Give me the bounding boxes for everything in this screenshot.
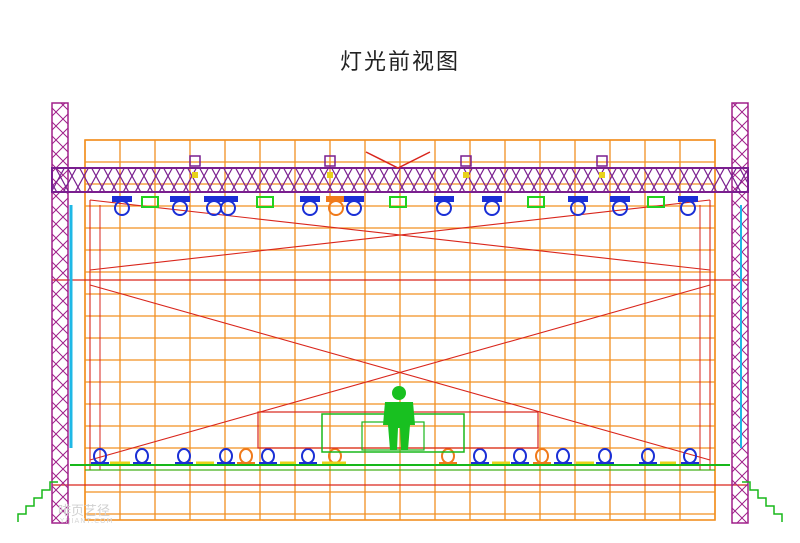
floor-moving-head-icon [681,448,699,466]
center-rigging [365,151,431,169]
moving-head-icon [568,196,588,216]
truss-hoists [189,155,608,178]
moving-head-icon [434,196,454,216]
right-stairs [742,481,783,522]
stage-floor [70,464,730,471]
floor-moving-head-icon [511,448,529,466]
hoist-clamp [192,172,198,178]
hoist-box [596,155,608,167]
floor-moving-head-icon [217,448,235,466]
moving-head-icon [300,196,320,216]
moving-head-icon [326,196,346,216]
moving-head-icon [610,196,630,216]
top-fixtures [112,196,698,216]
hoist-clamp [327,172,333,178]
floor-moving-head-icon [533,448,551,466]
moving-head-icon [527,196,545,208]
floor-moving-head-icon [554,448,572,466]
scaffold-frame [84,139,716,521]
moving-head-icon [389,196,407,208]
floor-moving-head-icon [596,448,614,466]
floor-moving-head-icon [237,448,255,466]
moving-head-icon [218,196,238,216]
moving-head-icon [112,196,132,216]
left-tower [51,102,69,524]
cross-braces [52,199,748,486]
moving-head-icon [170,196,190,216]
hoist-box [189,155,201,167]
hoist-box [460,155,472,167]
floor-moving-head-icon [133,448,151,466]
performer-icon [383,386,415,450]
left-stairs [17,481,58,522]
diagram-title: 灯光前视图 [339,50,460,75]
moving-head-icon [482,196,502,216]
floor-moving-head-icon [471,448,489,466]
brace-line [89,284,711,461]
moving-head-icon [141,196,159,208]
hoist-box [324,155,336,167]
top-truss [51,167,749,193]
hoist-clamp [599,172,605,178]
watermark-url: YIJIANT.COM [60,517,114,525]
brace-line [89,199,711,271]
floor-moving-head-icon [259,448,277,466]
moving-head-icon [647,196,665,208]
floor-moving-head-icon [639,448,657,466]
floor-moving-head-icon [299,448,317,466]
moving-head-icon [678,196,698,216]
watermark-logo: 啡页艺径 [58,504,111,519]
moving-head-icon [256,196,274,208]
moving-head-icon [344,196,364,216]
hoist-clamp [463,172,469,178]
